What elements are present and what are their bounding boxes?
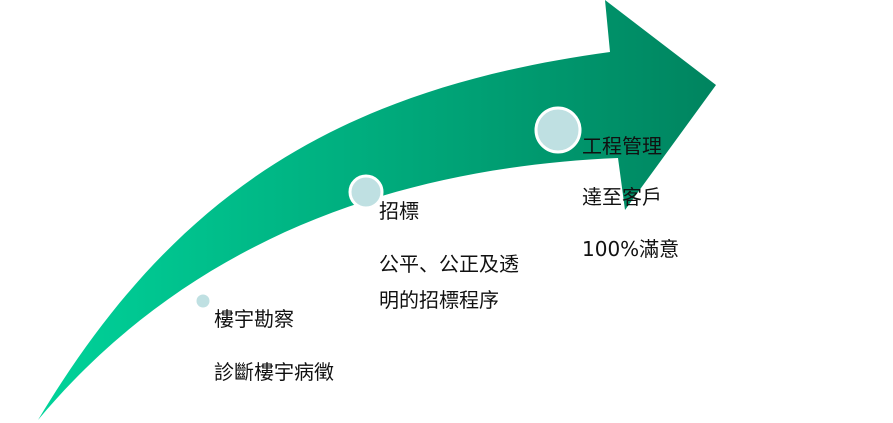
stage-2-desc-line-1: 公平、公正及透: [379, 252, 519, 276]
stage-3-title: 工程管理: [582, 134, 662, 158]
stage-2-title: 招標: [379, 199, 419, 223]
curved-arrow: [38, 0, 716, 420]
stage-2-desc-line-2: 明的招標程序: [379, 288, 499, 312]
stage-3-desc-line-2: 100%滿意: [582, 237, 680, 261]
stage-3-desc-line-1: 達至客戶: [582, 185, 662, 209]
stage-dot-1: [193, 291, 213, 311]
stage-dot-3: [534, 106, 582, 154]
stage-1-title: 樓宇勘察: [214, 307, 294, 331]
stage-dot-2: [348, 174, 384, 210]
stage-1-desc-line-1: 診斷樓宇病徵: [214, 360, 334, 384]
